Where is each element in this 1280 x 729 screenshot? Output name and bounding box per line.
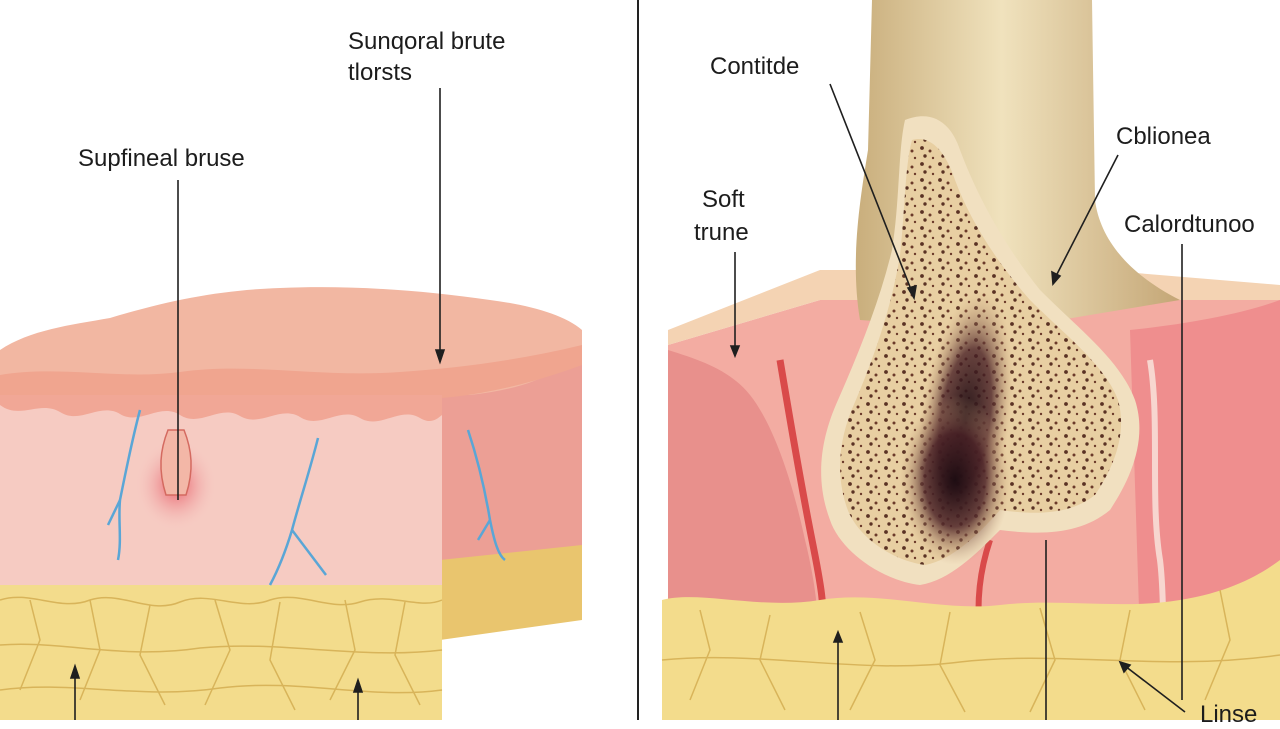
label-contusion: Contitde [710, 53, 800, 80]
right-bone-block [661, 0, 1280, 720]
label-soft-line1: Soft [702, 186, 745, 213]
fat-base [662, 560, 1280, 720]
label-superficial-bruise: Supfineal bruse [78, 145, 245, 172]
label-soft-line2: trune [694, 219, 749, 246]
label-top-line1: Sunqoral brute [348, 28, 506, 55]
label-top-line2: tlorsts [348, 59, 413, 86]
epidermis-top [0, 287, 582, 395]
label-chlionea: Cblionea [1116, 123, 1211, 150]
bone-contusion-core [900, 395, 1010, 565]
leader-lines [69, 83, 1186, 720]
label-calord: Calordtunoo [1124, 211, 1255, 238]
fat-layer [0, 585, 442, 720]
label-bottom: Linse [1200, 701, 1258, 728]
left-skin-block [0, 287, 582, 720]
veins [106, 409, 506, 586]
